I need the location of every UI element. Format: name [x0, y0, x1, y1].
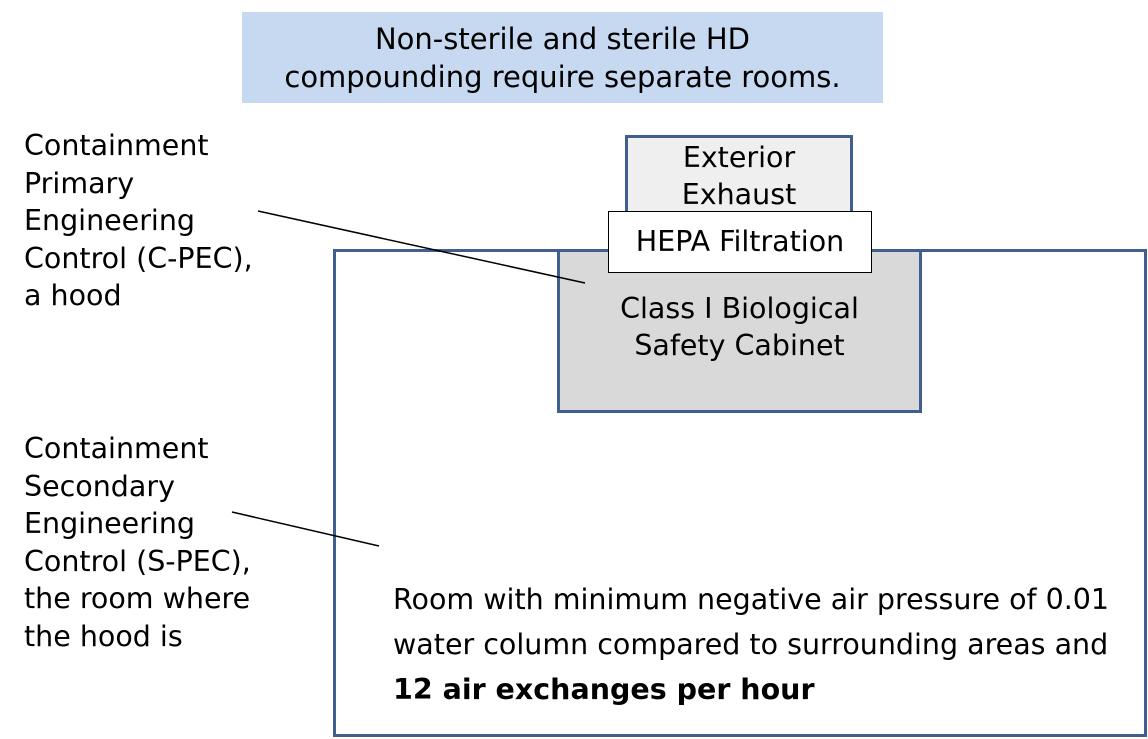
exterior-exhaust-box: Exterior Exhaust: [625, 135, 853, 214]
hepa-filtration-box: HEPA Filtration: [608, 211, 872, 273]
hepa-label: HEPA Filtration: [635, 225, 845, 258]
cabinet-line-1: Class I Biological: [620, 292, 859, 325]
room-description: Room with minimum negative air pressure …: [393, 577, 1133, 712]
banner-line-2: compounding require separate rooms.: [284, 59, 841, 94]
banner-line-1: Non-sterile and sterile HD: [374, 21, 751, 56]
exhaust-line-2: Exhaust: [681, 178, 797, 211]
exhaust-line-1: Exterior: [682, 141, 796, 174]
primary-connector-line: [257, 210, 586, 284]
secondary-connector-line: [231, 511, 380, 547]
biological-safety-cabinet-box: Class I Biological Safety Cabinet: [557, 249, 922, 413]
cabinet-line-2: Safety Cabinet: [634, 329, 845, 362]
room-description-text: Room with minimum negative air pressure …: [393, 583, 1110, 661]
secondary-control-label: Containment Secondary Engineering Contro…: [24, 432, 251, 653]
title-banner: Non-sterile and sterile HD compounding r…: [242, 12, 883, 103]
primary-control-label: Containment Primary Engineering Control …: [24, 129, 253, 312]
room-description-emphasis: 12 air exchanges per hour: [393, 673, 815, 706]
